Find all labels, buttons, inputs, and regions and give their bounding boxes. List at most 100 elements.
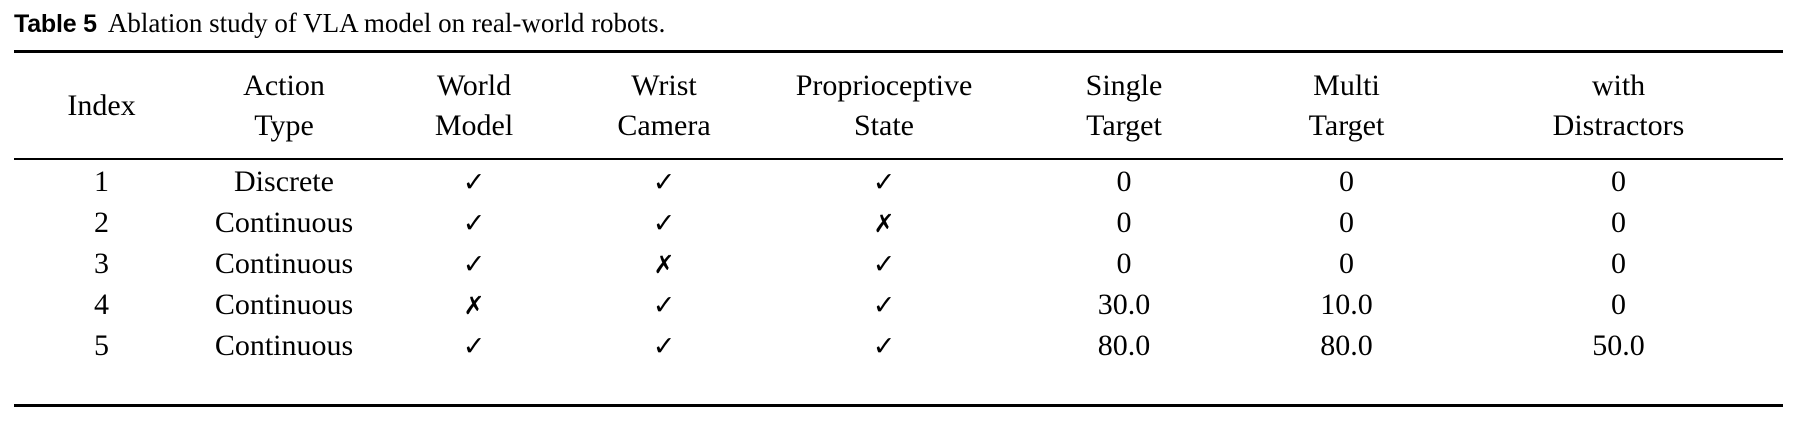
row-wrist-camera-cell: ✓ xyxy=(569,158,759,202)
row-with-distractors-cell: 0 xyxy=(1454,158,1783,202)
multi-target-header-line1: Multi xyxy=(1313,68,1380,102)
row-index-cell: 4 xyxy=(14,284,189,325)
check-icon: ✓ xyxy=(872,290,896,321)
check-icon: ✓ xyxy=(652,290,676,321)
table-row: 5 Continuous ✓ ✓ ✓ 80.0 80.0 50.0 xyxy=(14,325,1783,366)
row-proprioceptive-cell: ✓ xyxy=(759,243,1009,284)
row-multi-target-cell: 0 xyxy=(1239,243,1454,284)
row-single-target-value: 0 xyxy=(1116,164,1132,198)
row-with-distractors-value: 0 xyxy=(1611,164,1626,198)
row-action-type-value: Continuous xyxy=(214,328,354,362)
check-icon: ✓ xyxy=(462,167,486,198)
row-with-distractors-cell: 0 xyxy=(1454,284,1783,325)
row-wrist-camera-cell: ✓ xyxy=(569,202,759,243)
row-single-target-cell: 30.0 xyxy=(1009,284,1239,325)
row-index-cell: 1 xyxy=(14,158,189,202)
row-index-cell: 3 xyxy=(14,243,189,284)
row-proprioceptive-cell: ✓ xyxy=(759,284,1009,325)
with-distractors-header-line2: Distractors xyxy=(1552,108,1685,142)
row-action-type-cell: Continuous xyxy=(189,284,379,325)
row-with-distractors-cell: 0 xyxy=(1454,243,1783,284)
wrist-camera-header-line1: Wrist xyxy=(631,68,697,102)
header-row: Index Action Type World Model Wrist Came… xyxy=(14,53,1783,158)
row-single-target-cell: 80.0 xyxy=(1009,325,1239,366)
table-row: 3 Continuous ✓ ✗ ✓ 0 0 0 xyxy=(14,243,1783,284)
action-type-column-header: Action Type xyxy=(189,53,379,158)
index-column-header: Index xyxy=(14,53,189,158)
proprioceptive-header-line1: Proprioceptive xyxy=(795,68,973,102)
row-with-distractors-cell: 50.0 xyxy=(1454,325,1783,366)
index-header-line1: Index xyxy=(67,89,136,122)
action-type-header-line2: Type xyxy=(254,108,314,142)
row-index-value: 4 xyxy=(94,287,109,321)
cross-icon: ✗ xyxy=(653,250,675,279)
world-model-header-line1: World xyxy=(436,68,512,102)
row-with-distractors-value: 0 xyxy=(1611,246,1626,280)
check-icon: ✓ xyxy=(652,331,676,362)
row-world-model-cell: ✓ xyxy=(379,202,569,243)
row-world-model-cell: ✓ xyxy=(379,158,569,202)
proprioceptive-header-line2: State xyxy=(854,108,914,142)
single-target-column-header: Single Target xyxy=(1009,53,1239,158)
row-action-type-value: Continuous xyxy=(214,205,354,239)
row-proprioceptive-cell: ✗ xyxy=(759,202,1009,243)
cross-icon: ✗ xyxy=(873,209,895,238)
row-wrist-camera-cell: ✗ xyxy=(569,243,759,284)
table-header: Index Action Type World Model Wrist Came… xyxy=(14,53,1783,158)
row-world-model-cell: ✓ xyxy=(379,325,569,366)
multi-target-column-header: Multi Target xyxy=(1239,53,1454,158)
row-action-type-value: Continuous xyxy=(214,246,354,280)
row-multi-target-value: 10.0 xyxy=(1320,287,1373,321)
action-type-header-line1: Action xyxy=(243,68,325,102)
ablation-table: Index Action Type World Model Wrist Came… xyxy=(14,53,1783,366)
row-index-cell: 2 xyxy=(14,202,189,243)
with-distractors-header-line1: with xyxy=(1591,68,1646,102)
row-single-target-cell: 0 xyxy=(1009,202,1239,243)
row-multi-target-cell: 10.0 xyxy=(1239,284,1454,325)
row-single-target-value: 80.0 xyxy=(1097,328,1151,362)
row-action-type-cell: Continuous xyxy=(189,243,379,284)
row-single-target-cell: 0 xyxy=(1009,158,1239,202)
row-index-value: 3 xyxy=(94,246,109,280)
row-proprioceptive-cell: ✓ xyxy=(759,325,1009,366)
table-body: 1 Discrete ✓ ✓ ✓ 0 0 0 2 Continuous ✓ ✓ … xyxy=(14,158,1783,366)
with-distractors-column-header: with Distractors xyxy=(1454,53,1783,158)
row-multi-target-value: 0 xyxy=(1339,246,1354,280)
single-target-header-line1: Single xyxy=(1085,68,1163,102)
row-multi-target-value: 0 xyxy=(1339,205,1354,239)
row-with-distractors-cell: 0 xyxy=(1454,202,1783,243)
table-top-rule xyxy=(14,50,1783,53)
row-single-target-cell: 0 xyxy=(1009,243,1239,284)
row-multi-target-value: 0 xyxy=(1339,164,1354,198)
row-world-model-cell: ✗ xyxy=(379,284,569,325)
check-icon: ✓ xyxy=(872,249,896,280)
row-action-type-value: Discrete xyxy=(234,164,334,198)
row-proprioceptive-cell: ✓ xyxy=(759,158,1009,202)
row-index-value: 2 xyxy=(94,205,109,239)
table-row: 2 Continuous ✓ ✓ ✗ 0 0 0 xyxy=(14,202,1783,243)
row-action-type-value: Continuous xyxy=(214,287,354,321)
caption-label: Table 5 xyxy=(14,10,97,38)
cross-icon: ✗ xyxy=(463,291,485,320)
table-row: 1 Discrete ✓ ✓ ✓ 0 0 0 xyxy=(14,158,1783,202)
caption-text: Ablation study of VLA model on real-worl… xyxy=(107,8,666,38)
row-world-model-cell: ✓ xyxy=(379,243,569,284)
row-index-value: 5 xyxy=(94,328,109,362)
row-single-target-value: 30.0 xyxy=(1097,287,1151,321)
multi-target-header-line2: Target xyxy=(1308,108,1385,142)
table-bottom-rule xyxy=(14,404,1783,407)
row-index-value: 1 xyxy=(94,164,109,198)
world-model-column-header: World Model xyxy=(379,53,569,158)
check-icon: ✓ xyxy=(652,167,676,198)
row-with-distractors-value: 50.0 xyxy=(1592,328,1645,362)
row-multi-target-cell: 0 xyxy=(1239,158,1454,202)
table-caption: Table 5 Ablation study of VLA model on re… xyxy=(14,4,1789,44)
single-target-header-line2: Target xyxy=(1086,108,1162,142)
world-model-header-line2: Model xyxy=(434,108,514,142)
proprioceptive-state-column-header: Proprioceptive State xyxy=(759,53,1009,158)
row-multi-target-cell: 0 xyxy=(1239,202,1454,243)
row-action-type-cell: Continuous xyxy=(189,202,379,243)
check-icon: ✓ xyxy=(462,208,486,239)
row-single-target-value: 0 xyxy=(1116,205,1132,239)
